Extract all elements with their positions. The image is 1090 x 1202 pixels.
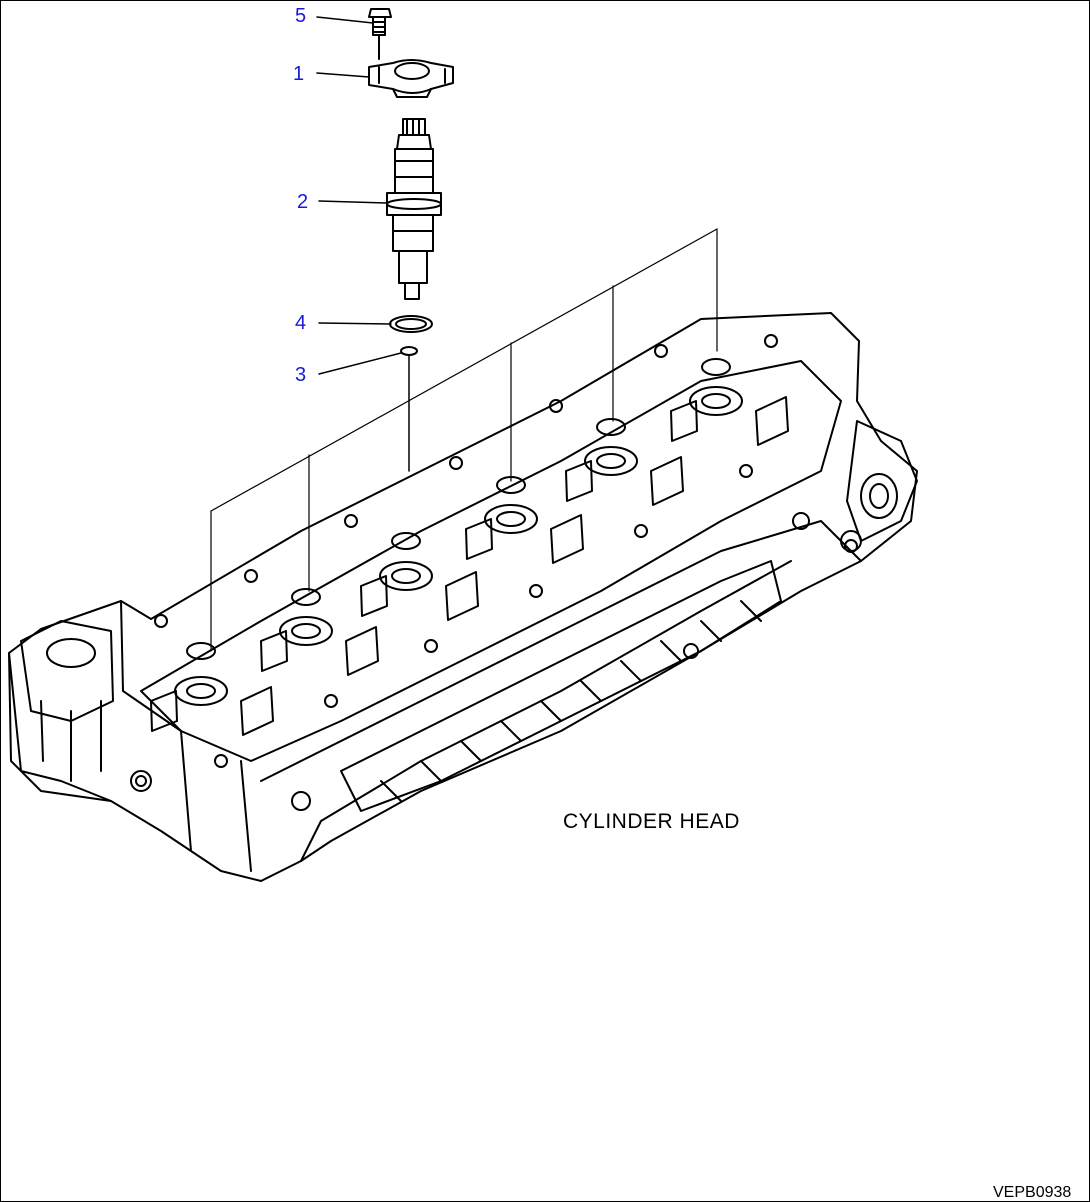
component-caption: CYLINDER HEAD [563,810,740,833]
injector-clamp-part [368,59,454,98]
gasket-part [400,346,418,356]
callout-5: 5 [295,5,307,27]
figure-code: VEPB0938 [993,1184,1072,1201]
fuel-injector-part [386,118,442,300]
callout-4: 4 [295,312,307,334]
callout-1: 1 [293,63,305,85]
cylinder-head-body [8,312,918,882]
callout-3: 3 [295,364,307,386]
callout-2: 2 [297,191,309,213]
bolt-part [368,8,392,60]
